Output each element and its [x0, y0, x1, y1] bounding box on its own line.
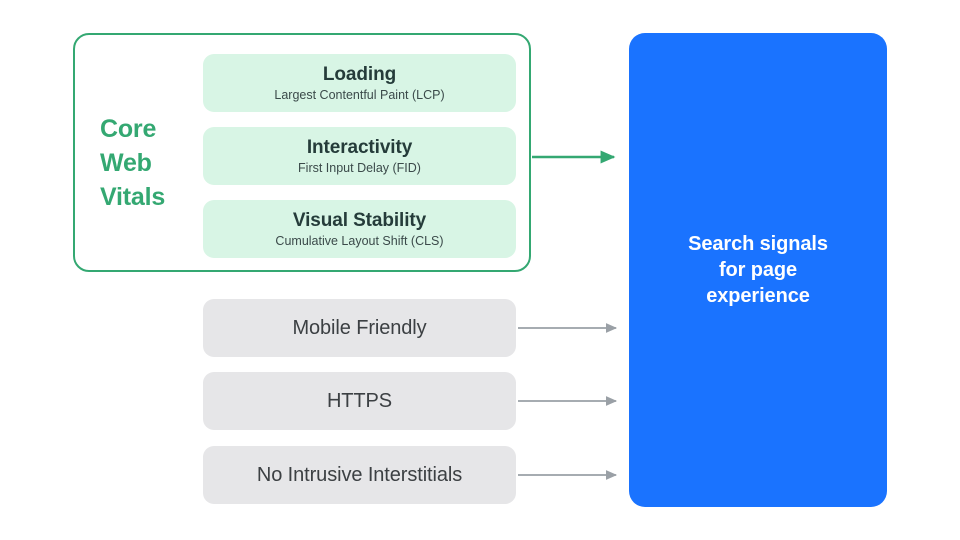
signal-box-label: No Intrusive Interstitials — [256, 464, 463, 486]
metric-card-visual-stability[interactable]: Visual Stability Cumulative Layout Shift… — [203, 200, 516, 258]
metric-card-title: Visual Stability — [292, 209, 427, 231]
signal-box-label: Mobile Friendly — [292, 317, 427, 339]
core-web-vitals-label: Core Web Vitals — [100, 115, 166, 211]
metric-card-subtitle: First Input Delay (FID) — [298, 160, 421, 175]
metric-card-interactivity[interactable]: Interactivity First Input Delay (FID) — [203, 127, 516, 185]
metric-card-title: Loading — [322, 63, 397, 85]
search-signals-destination-label: Search signals for page experience — [688, 233, 828, 307]
metric-card-title: Interactivity — [306, 136, 413, 158]
metric-card-loading[interactable]: Loading Largest Contentful Paint (LCP) — [203, 54, 516, 112]
core-web-vitals-container — [73, 33, 531, 272]
signal-box-https[interactable]: HTTPS — [203, 372, 516, 430]
search-signals-destination-box[interactable]: Search signals for page experience — [629, 33, 887, 507]
signal-box-label: HTTPS — [326, 390, 393, 412]
metric-card-subtitle: Largest Contentful Paint (LCP) — [274, 87, 445, 102]
metric-card-subtitle: Cumulative Layout Shift (CLS) — [275, 233, 444, 248]
signal-box-mobile-friendly[interactable]: Mobile Friendly — [203, 299, 516, 357]
signal-box-no-intrusive-interstitials[interactable]: No Intrusive Interstitials — [203, 446, 516, 504]
